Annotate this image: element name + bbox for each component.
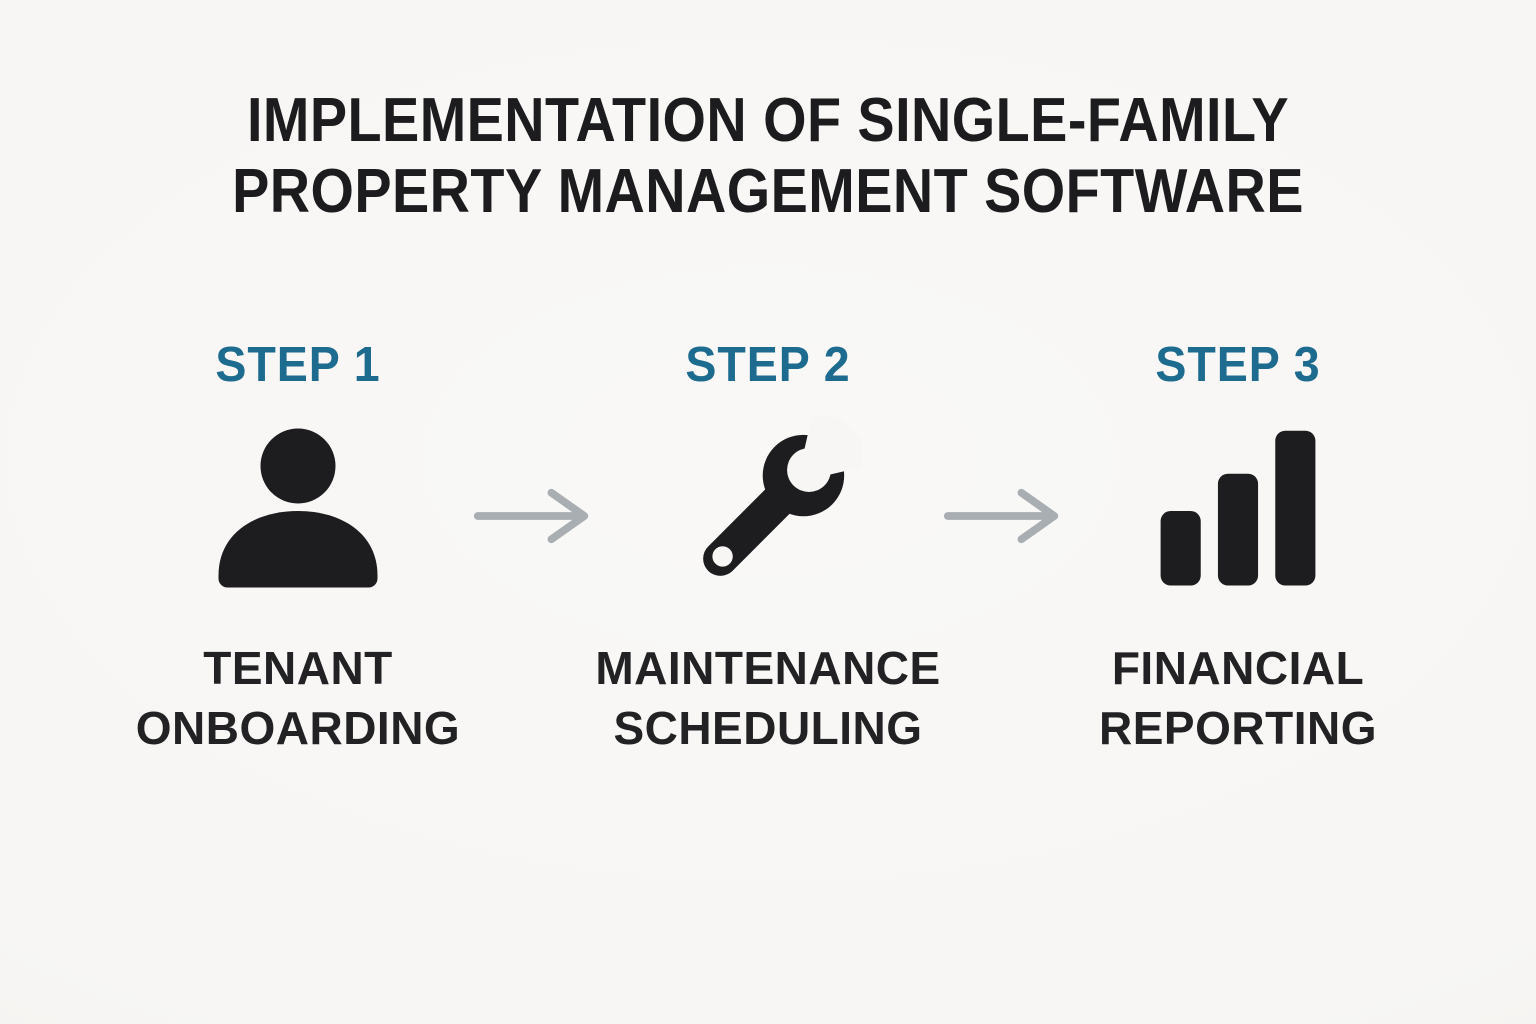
bar-chart-icon bbox=[1152, 415, 1324, 607]
step-column-maintenance-scheduling: STEP 2 MAINTENANCE SCHEDULING bbox=[595, 338, 941, 758]
person-icon bbox=[208, 415, 388, 607]
step-3-label: STEP 3 bbox=[1155, 338, 1321, 393]
arrow-right-icon bbox=[468, 485, 598, 547]
step-1-label: STEP 1 bbox=[215, 338, 381, 393]
step-2-caption: MAINTENANCE SCHEDULING bbox=[595, 642, 941, 755]
step-column-financial-reporting: STEP 3 FINANCIAL REPORTING bbox=[1068, 338, 1408, 758]
arrow-right-icon bbox=[938, 485, 1068, 547]
step-column-tenant-onboarding: STEP 1 TENANT ONBOARDING bbox=[128, 338, 468, 758]
step-1-caption: TENANT ONBOARDING bbox=[135, 642, 461, 755]
page-title: IMPLEMENTATION OF SINGLE-FAMILY PROPERTY… bbox=[232, 86, 1304, 226]
steps-row: STEP 1 TENANT ONBOARDING STEP 2 bbox=[0, 338, 1536, 758]
step-2-label: STEP 2 bbox=[685, 338, 851, 393]
step-3-caption: FINANCIAL REPORTING bbox=[1099, 642, 1377, 755]
wrench-icon bbox=[674, 415, 862, 607]
